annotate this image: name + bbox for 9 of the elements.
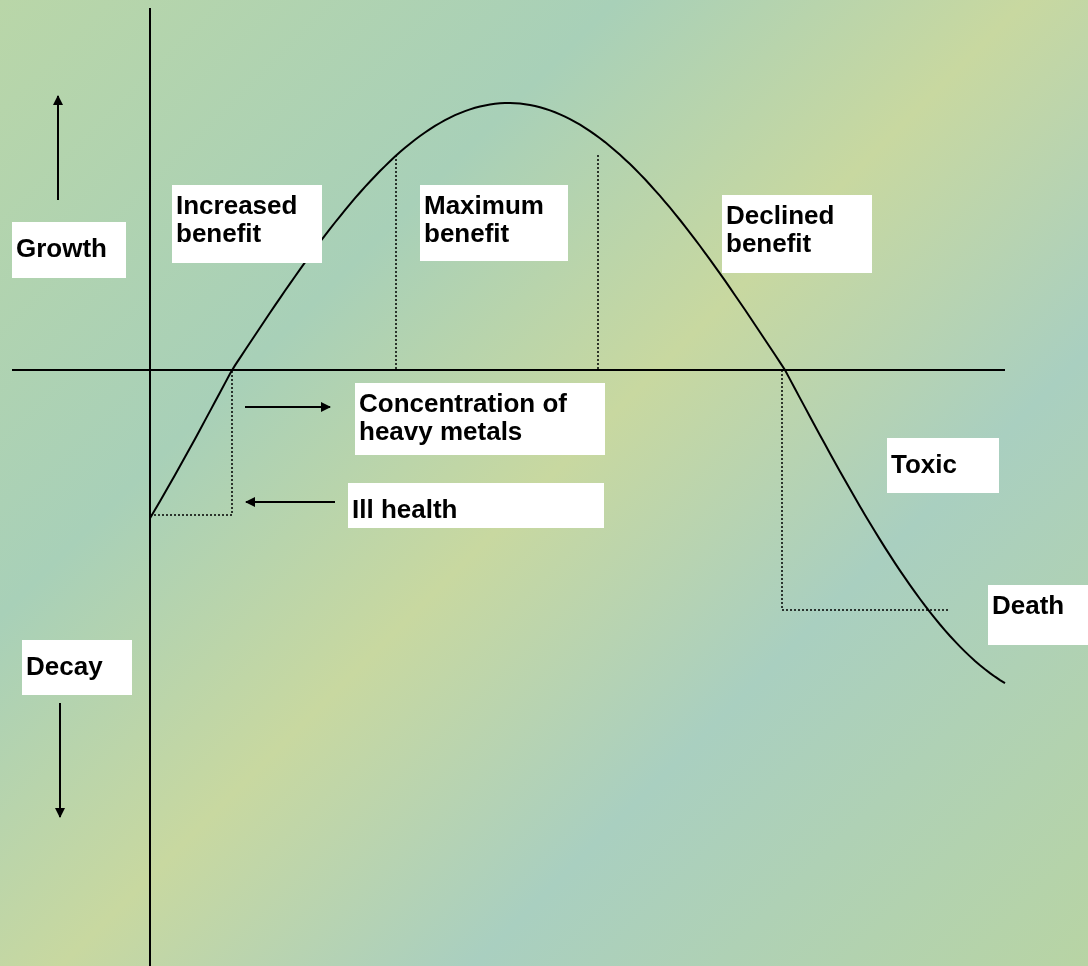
region-label: Growth xyxy=(12,222,126,278)
region-label: Decay xyxy=(22,640,132,695)
region-label: Concentration of heavy metals xyxy=(355,383,605,455)
region-label: Death xyxy=(988,585,1088,645)
region-label: Declined benefit xyxy=(722,195,872,273)
region-label: Increased benefit xyxy=(172,185,322,263)
region-label: Ill health xyxy=(348,483,604,528)
region-label: Maximum benefit xyxy=(420,185,568,261)
region-label: Toxic xyxy=(887,438,999,493)
